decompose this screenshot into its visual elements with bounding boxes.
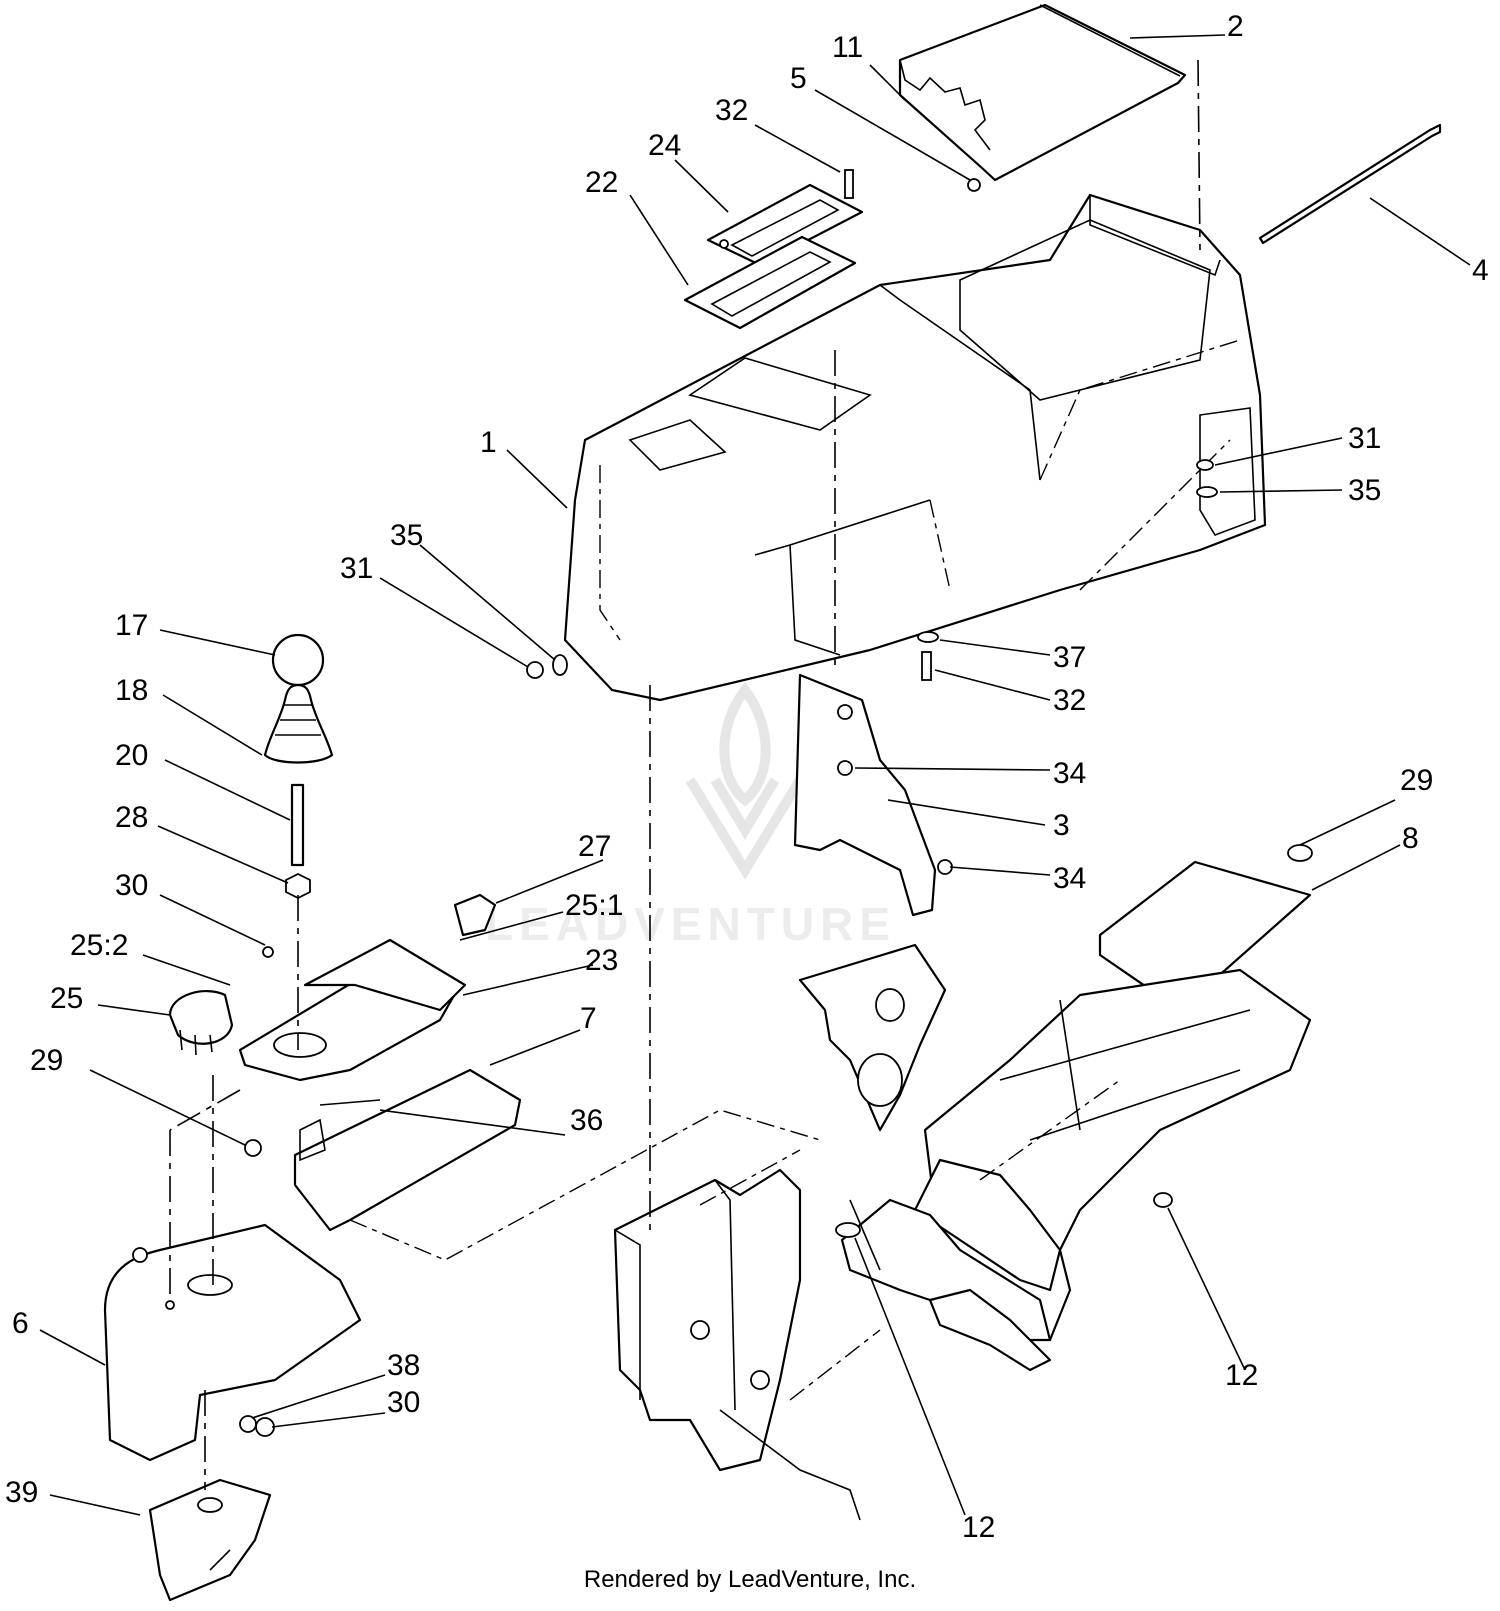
callout-25-1: 25:1 bbox=[565, 889, 623, 922]
callout-7: 7 bbox=[580, 1002, 597, 1035]
callout-36: 36 bbox=[570, 1104, 603, 1137]
part-6-cover bbox=[103, 1223, 362, 1462]
callout-12: 12 bbox=[1225, 1359, 1258, 1392]
callout-4: 4 bbox=[1472, 254, 1489, 287]
callout-29: 29 bbox=[1400, 764, 1433, 797]
part-4-rod bbox=[1258, 123, 1442, 245]
callout-30: 30 bbox=[115, 869, 148, 902]
alignment-lines bbox=[169, 59, 1201, 1490]
part-22-plate bbox=[683, 235, 857, 330]
callout-28: 28 bbox=[115, 801, 148, 834]
callout-35: 35 bbox=[1348, 474, 1381, 507]
callout-8: 8 bbox=[1402, 822, 1419, 855]
callout-18: 18 bbox=[115, 674, 148, 707]
callouts: 2 11 5 32 24 22 4 1 31 35 35 31 17 37 32… bbox=[5, 10, 1489, 1544]
callout-32: 32 bbox=[1053, 684, 1086, 717]
part-18-boot bbox=[263, 683, 334, 764]
callout-34: 34 bbox=[1053, 862, 1086, 895]
callout-1: 1 bbox=[480, 426, 497, 459]
callout-6: 6 bbox=[12, 1307, 29, 1340]
part-8-plate bbox=[1098, 860, 1312, 1012]
callout-17: 17 bbox=[115, 609, 148, 642]
part-7-bracket bbox=[293, 1068, 821, 1261]
callout-35: 35 bbox=[390, 519, 423, 552]
callout-32: 32 bbox=[715, 94, 748, 127]
callout-38: 38 bbox=[387, 1349, 420, 1382]
callout-29: 29 bbox=[30, 1044, 63, 1077]
callout-22: 22 bbox=[585, 166, 618, 199]
callout-24: 24 bbox=[648, 129, 681, 162]
callout-31: 31 bbox=[340, 552, 373, 585]
hardware bbox=[132, 169, 1313, 1437]
part-1-console bbox=[563, 193, 1267, 702]
part-25-switch bbox=[168, 990, 234, 1056]
callout-2: 2 bbox=[1227, 10, 1244, 43]
watermark-text: LEADVENTURE bbox=[485, 898, 896, 950]
part-27-knob bbox=[453, 893, 497, 937]
callout-27: 27 bbox=[578, 830, 611, 863]
watermark-logo bbox=[685, 681, 805, 880]
callout-25: 25 bbox=[50, 982, 83, 1015]
part-20-shaft bbox=[290, 783, 305, 867]
callout-34: 34 bbox=[1053, 757, 1086, 790]
part-3-panel bbox=[793, 673, 937, 917]
callout-20: 20 bbox=[115, 739, 148, 772]
callout-37: 37 bbox=[1053, 641, 1086, 674]
callout-3: 3 bbox=[1053, 809, 1070, 842]
callout-12: 12 bbox=[962, 1511, 995, 1544]
callout-30: 30 bbox=[387, 1386, 420, 1419]
part-2-cover bbox=[898, 3, 1187, 182]
part-24-plate bbox=[706, 183, 864, 267]
callout-5: 5 bbox=[790, 62, 807, 95]
callout-11: 11 bbox=[832, 31, 863, 64]
part-28-nut bbox=[285, 872, 311, 900]
frame-assembly bbox=[613, 943, 1312, 1521]
part-17-ball bbox=[271, 633, 325, 687]
callout-39: 39 bbox=[5, 1476, 38, 1509]
part-39-bracket bbox=[148, 1478, 272, 1602]
callout-25-2: 25:2 bbox=[70, 929, 128, 962]
leader-lines bbox=[39, 34, 1471, 1516]
footer-credit: Rendered by LeadVenture, Inc. bbox=[583, 1566, 917, 1593]
callout-23: 23 bbox=[585, 944, 618, 977]
part-23-plate bbox=[238, 938, 467, 1082]
callout-31: 31 bbox=[1348, 422, 1381, 455]
